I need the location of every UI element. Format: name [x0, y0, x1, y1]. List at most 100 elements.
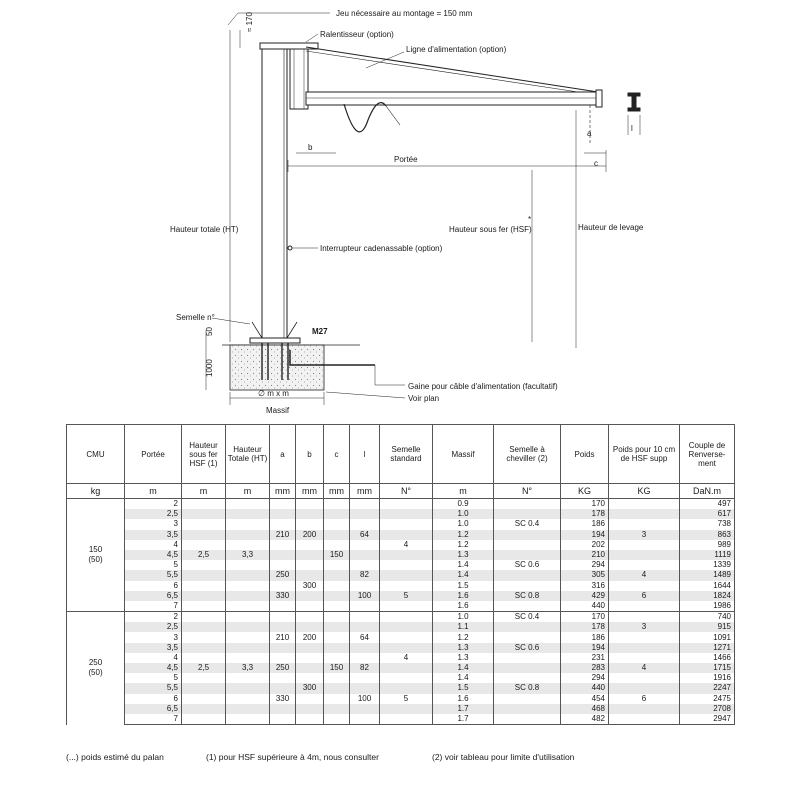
cell-cheviller [493, 549, 561, 561]
header-cell: Portée [124, 424, 182, 484]
cell-b [295, 703, 324, 714]
cell-b [295, 652, 324, 663]
cell-portee: 7 [124, 600, 182, 612]
cell-supp [608, 683, 680, 694]
cell-l [349, 539, 380, 550]
cell-semelle [379, 703, 433, 714]
label-dim-170: ≈ 170 [245, 11, 254, 32]
cell-a [269, 509, 296, 520]
cell-c [323, 652, 350, 663]
cell-couple: 2475 [679, 693, 735, 704]
cell-cheviller [493, 570, 561, 581]
cell-semelle [379, 622, 433, 633]
cell-supp [608, 560, 680, 571]
cell-semelle [379, 611, 433, 623]
cell-c [323, 539, 350, 550]
cell-semelle [379, 560, 433, 571]
cell-l: 82 [349, 570, 380, 581]
header-cell: b [295, 424, 324, 484]
cell-hsf [181, 570, 226, 581]
cell-poids: 186 [560, 632, 609, 643]
cell-couple: 497 [679, 498, 735, 510]
cell-ht [225, 580, 270, 591]
cell-b [295, 611, 324, 623]
cell-c [323, 673, 350, 684]
cell-c [323, 642, 350, 653]
cell-couple: 1644 [679, 580, 735, 591]
cell-a [269, 652, 296, 663]
label-voir-plan: Voir plan [408, 394, 439, 403]
cell-supp [608, 652, 680, 663]
cell-massif: 1.6 [432, 693, 494, 704]
cell-supp [608, 549, 680, 561]
cell-b [295, 560, 324, 571]
cell-b [295, 713, 324, 726]
cell-a [269, 539, 296, 550]
cell-portee: 2 [124, 611, 182, 623]
cell-b [295, 693, 324, 704]
unit-cell: mm [323, 483, 350, 499]
cell-couple: 1119 [679, 549, 735, 561]
unit-cell: m [124, 483, 182, 499]
cell-semelle [379, 683, 433, 694]
cell-massif: 0.9 [432, 498, 494, 510]
cell-l [349, 683, 380, 694]
label-portee: Portée [394, 155, 418, 164]
cell-b: 200 [295, 529, 324, 540]
cell-massif: 1.2 [432, 632, 494, 643]
cell-a: 210 [269, 632, 296, 643]
cell-poids: 283 [560, 663, 609, 674]
cell-massif: 1.2 [432, 539, 494, 550]
cell-ht [225, 713, 270, 726]
cell-portee: 7 [124, 713, 182, 726]
cell-l: 82 [349, 663, 380, 674]
cell-cheviller [493, 529, 561, 540]
cell-hsf [181, 611, 226, 623]
cell-massif: 1.4 [432, 663, 494, 674]
cell-a [269, 498, 296, 510]
cell-c [323, 498, 350, 510]
cell-cheviller: SC 0.4 [493, 519, 561, 530]
cell-poids: 305 [560, 570, 609, 581]
cell-cheviller [493, 632, 561, 643]
cell-ht [225, 642, 270, 653]
cell-b [295, 570, 324, 581]
cell-supp [608, 600, 680, 612]
cell-hsf: 2,5 [181, 663, 226, 674]
cell-semelle [379, 580, 433, 591]
cell-hsf [181, 693, 226, 704]
cell-portee: 2,5 [124, 509, 182, 520]
cell-portee: 5,5 [124, 683, 182, 694]
cell-portee: 6,5 [124, 590, 182, 601]
cell-massif: 1.2 [432, 529, 494, 540]
cell-couple: 1091 [679, 632, 735, 643]
cell-couple: 1339 [679, 560, 735, 571]
cell-couple: 2247 [679, 683, 735, 694]
cell-portee: 2 [124, 498, 182, 510]
cell-a: 250 [269, 663, 296, 674]
cmu-sub-value: (50) [88, 555, 103, 565]
cell-poids: 316 [560, 580, 609, 591]
label-jeu: Jeu nécessaire au montage = 150 mm [336, 9, 473, 18]
cell-a: 210 [269, 529, 296, 540]
cell-semelle [379, 498, 433, 510]
cell-l [349, 509, 380, 520]
cell-l [349, 642, 380, 653]
cell-l [349, 580, 380, 591]
cell-c [323, 683, 350, 694]
cell-semelle [379, 570, 433, 581]
cell-supp: 3 [608, 622, 680, 633]
cmu-value: 150 [88, 545, 103, 555]
note-hsf: (1) pour HSF supérieure à 4m, nous consu… [206, 752, 379, 762]
tie-rod [305, 46, 599, 93]
cell-massif: 1.4 [432, 570, 494, 581]
cell-poids: 231 [560, 652, 609, 663]
cell-portee: 5 [124, 673, 182, 684]
